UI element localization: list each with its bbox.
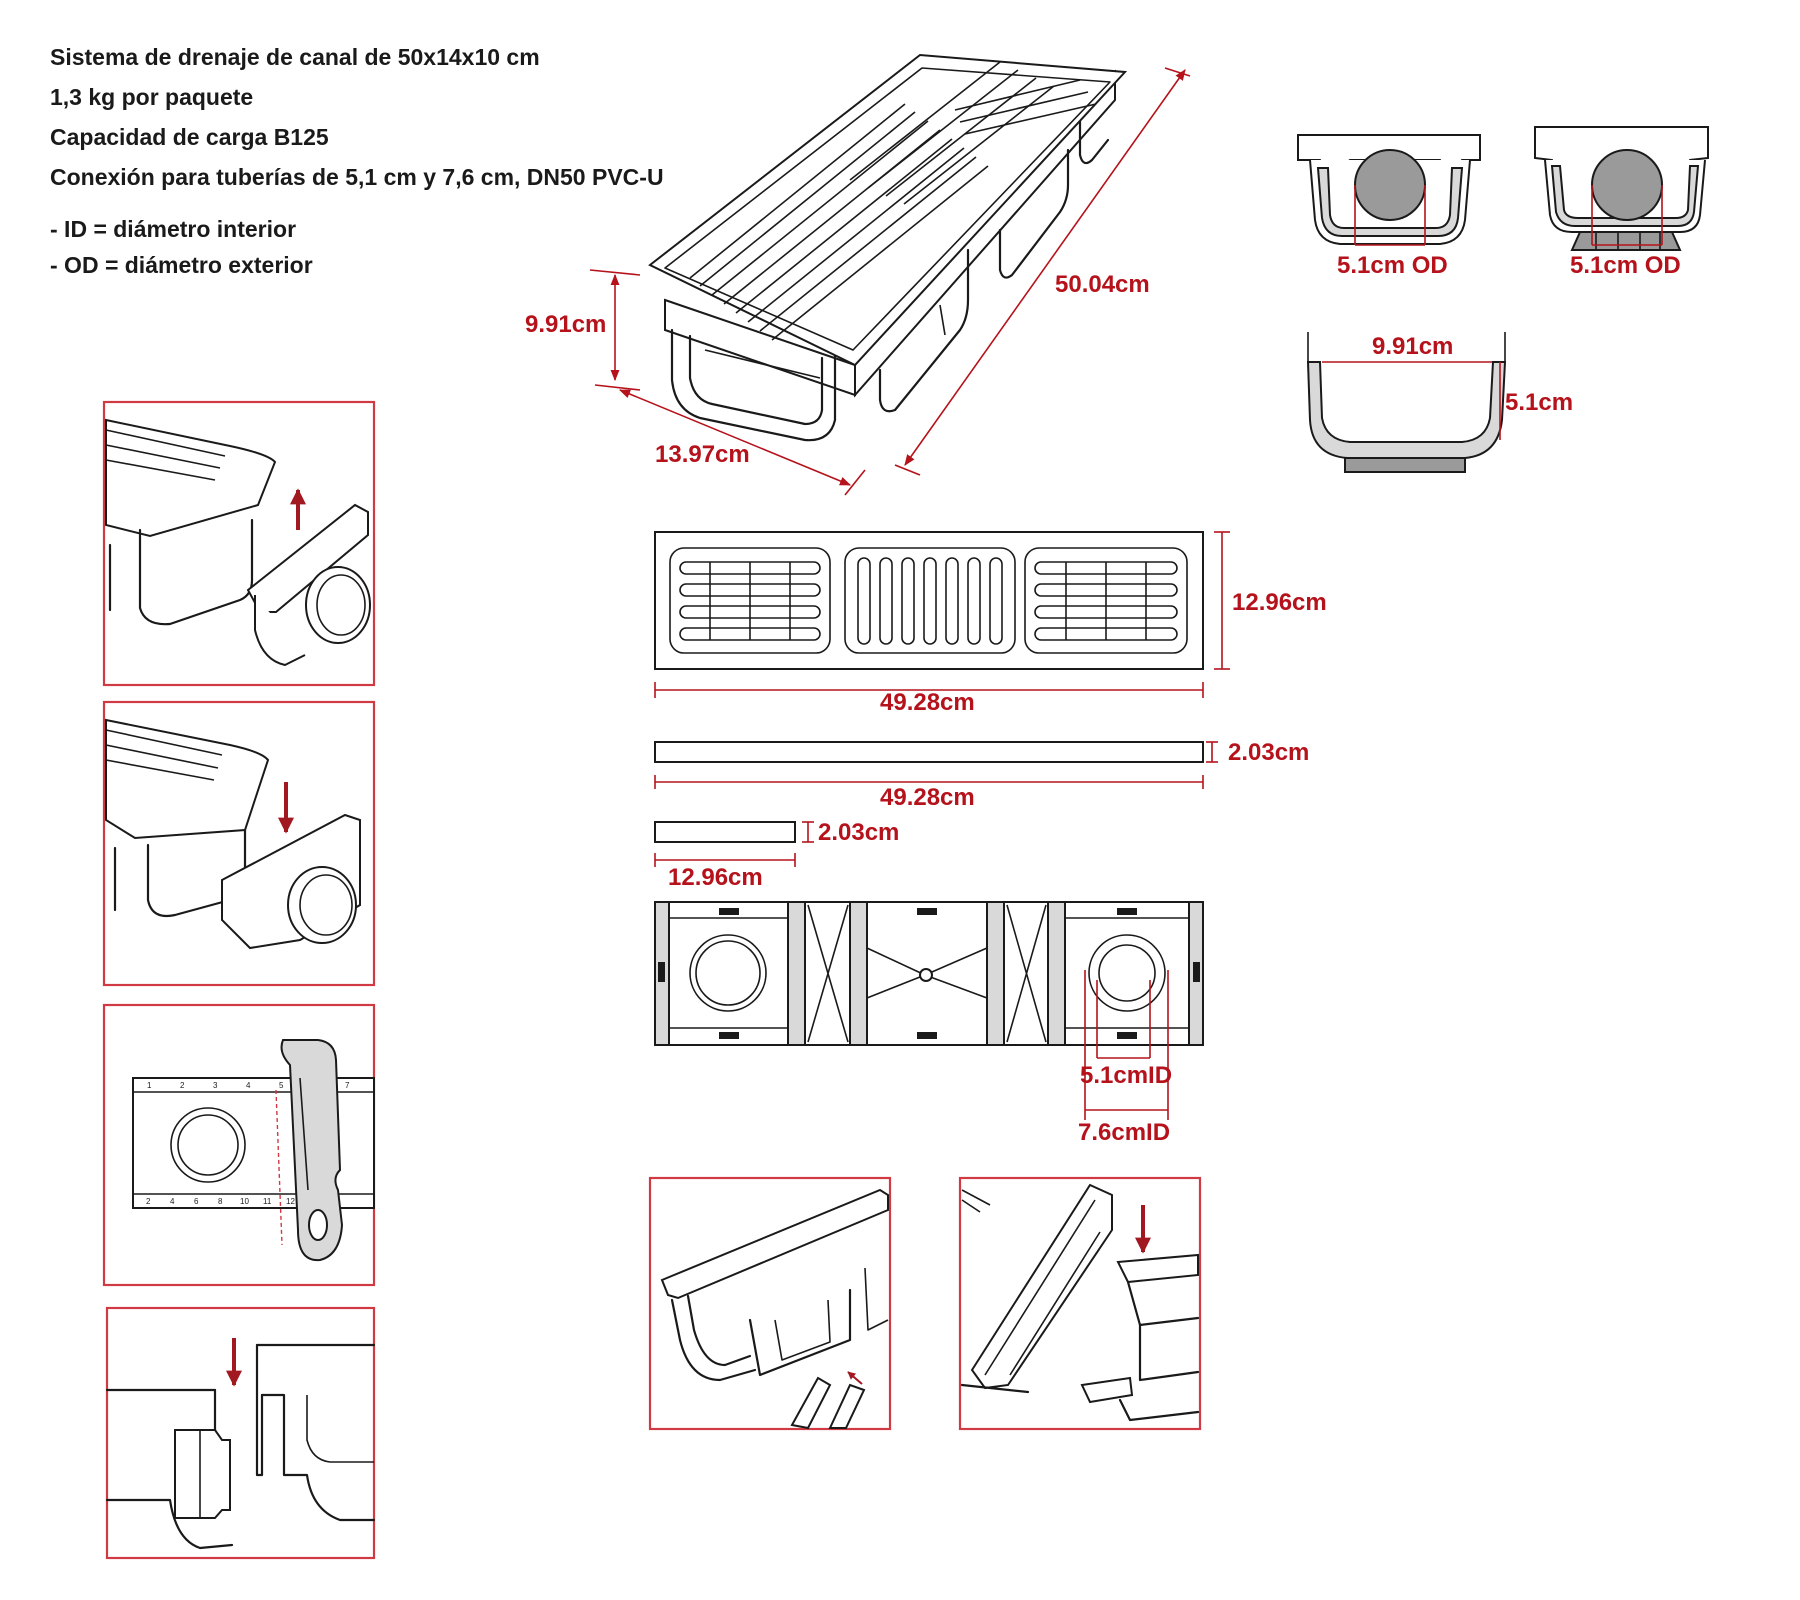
ruler-mark: 8 [218, 1197, 223, 1206]
step-cut-guide: 1 2 3 4 5 6 7 2 4 6 8 10 11 12 13 [102, 1003, 376, 1287]
section-height-label: 5.1cm [1505, 389, 1573, 416]
ruler-mark: 12 [286, 1197, 295, 1206]
ruler-mark: 6 [194, 1197, 199, 1206]
end-thickness-label: 2.03cm [818, 819, 899, 846]
channel-cross-section [1306, 332, 1507, 473]
spec-od-definition: - OD = diámetro exterior [50, 252, 313, 278]
spec-channel-size: Sistema de drenaje de canal de 50x14x10 … [50, 44, 540, 70]
section-width-label: 9.91cm [1372, 333, 1453, 360]
step-attach-endcap [102, 700, 376, 987]
dim-height-label: 9.91cm [525, 311, 606, 338]
bottom-id-large-label: 7.6cmID [1078, 1119, 1170, 1146]
dim-length-label: 50.04cm [1055, 271, 1150, 298]
step-channel-join [648, 1176, 892, 1431]
grate-length-label: 49.28cm [880, 689, 975, 716]
side-rail-view [654, 741, 1218, 789]
endcap-right-od-label: 5.1cm OD [1570, 252, 1681, 279]
spec-weight: 1,3 kg por paquete [50, 84, 254, 110]
endcap-section-left [1297, 134, 1481, 246]
end-length-label: 12.96cm [668, 864, 763, 891]
step-rail-insert [958, 1176, 1202, 1431]
grate-top-view [654, 531, 1230, 698]
endcap-section-right [1534, 126, 1709, 251]
ruler-mark: 5 [279, 1081, 284, 1090]
ruler-mark: 2 [180, 1081, 185, 1090]
ruler-mark: 2 [146, 1197, 151, 1206]
ruler-mark: 4 [170, 1197, 175, 1206]
ruler-mark: 11 [263, 1197, 272, 1206]
endcap-left-od-label: 5.1cm OD [1337, 252, 1448, 279]
ruler-mark: 4 [246, 1081, 251, 1090]
ruler-mark: 3 [213, 1081, 218, 1090]
spec-pipe-connection: Conexión para tuberías de 5,1 cm y 7,6 c… [50, 164, 664, 190]
step-remove-endcap [102, 400, 376, 687]
step-connect-sections [105, 1306, 376, 1560]
side-thickness-label: 2.03cm [1228, 739, 1309, 766]
ruler-mark: 7 [345, 1081, 350, 1090]
side-length-label: 49.28cm [880, 784, 975, 811]
spec-id-definition: - ID = diámetro interior [50, 216, 297, 242]
end-rail-view [654, 821, 814, 867]
dim-width-label: 13.97cm [655, 441, 750, 468]
channel-bottom-view [654, 901, 1204, 1120]
bottom-id-small-label: 5.1cmID [1080, 1062, 1172, 1089]
ruler-mark: 10 [240, 1197, 249, 1206]
spec-load-class: Capacidad de carga B125 [50, 124, 329, 150]
grate-width-label: 12.96cm [1232, 589, 1327, 616]
ruler-mark: 1 [147, 1081, 152, 1090]
channel-isometric [589, 53, 1191, 496]
